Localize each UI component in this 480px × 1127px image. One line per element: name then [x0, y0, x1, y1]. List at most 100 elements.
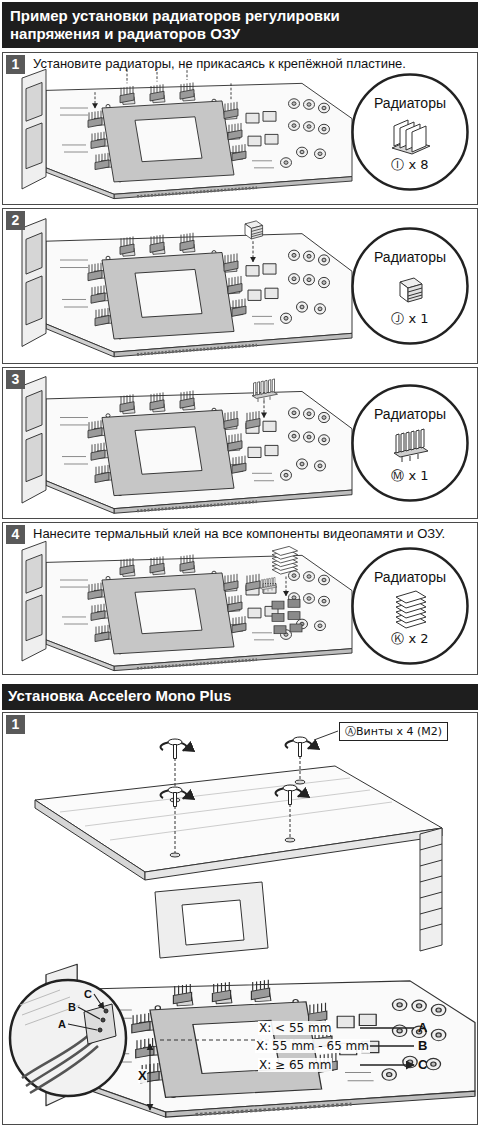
step-panel: 1 Установите радиаторы, не прикасаясь к к…: [2, 52, 478, 205]
callout-circle: [353, 229, 468, 344]
fan-connector-inset: [10, 980, 126, 1096]
step-1-illustration-part: [22, 69, 352, 198]
step-1-illustration-part: [95, 66, 231, 108]
size-range-label: X: < 55 mm: [258, 1021, 332, 1035]
parts-count: Ⓜ x 1: [351, 468, 469, 484]
step-number: 1: [6, 55, 25, 74]
cooler-illustration-part: [182, 900, 244, 945]
diagram-title: Пример установки радиаторов регулировки …: [2, 2, 408, 48]
thermal-glue-chips-part: [274, 626, 286, 634]
inset-pin-letter: C: [84, 988, 92, 1000]
cooler-illustration-part: [295, 780, 305, 784]
step-3-illustration: [22, 377, 352, 514]
screw-callout: ⒶВинты x 4 (M2): [339, 722, 448, 741]
step-4-illustration: [22, 541, 352, 670]
parts-callout-circle: РадиаторыⒾ x 8: [351, 73, 469, 191]
parts-callout-circle: Радиаторы Ⓚ x 2: [351, 547, 469, 665]
connector-position-letter: A: [418, 1021, 427, 1035]
step-2-illustration: [22, 219, 352, 357]
step-number: 4: [6, 525, 25, 544]
callout-circle-outline: [351, 384, 469, 502]
size-range-label: X: 55 mm - 65 mm: [255, 1039, 370, 1053]
size-range-label: X: ≥ 65 mm: [258, 1058, 332, 1072]
fan-connector-inset-part: [20, 990, 80, 1025]
cooler-illustration-part: [161, 739, 187, 759]
step-3-illustration-part: [246, 411, 260, 429]
heatsink-icon: [394, 429, 428, 462]
callout-circle: [353, 386, 468, 501]
cooler-illustration-part: [60, 778, 392, 840]
dimension-label: X: [138, 1069, 147, 1083]
inset-pin-letter: B: [68, 1001, 76, 1013]
thermal-glue-chips: [272, 599, 302, 633]
thermal-glue-chips-part: [288, 612, 300, 620]
fan-connector-inset-part: [22, 1034, 98, 1093]
inset-pin-letter: A: [58, 1018, 66, 1030]
heatsink-icon: [400, 278, 422, 302]
fan-connector-inset-part: [84, 1004, 116, 1044]
step-4-illustration-part: [246, 574, 260, 591]
step-number: 3: [6, 370, 25, 389]
fan-connector-inset-part: [104, 1009, 108, 1013]
callout-circle: [353, 75, 468, 190]
parts-heading: Радиаторы: [351, 406, 469, 422]
section-heading: Установка Accelero Mono Plus: [2, 684, 478, 707]
cooler-illustration-part: [155, 882, 268, 958]
step-1-illustration-part: [88, 82, 246, 181]
parts-callout-circle: Радиаторы Ⓜ x 1: [351, 384, 469, 502]
heatsink-icon: [396, 591, 426, 628]
parts-count: Ⓚ x 2: [351, 631, 469, 647]
step-3-illustration-part: [22, 377, 352, 514]
instruction-text: Установите радиаторы, не прикасаясь к кр…: [33, 56, 473, 72]
step-4-illustration-part: [260, 577, 277, 592]
screw-label: ⒶВинты x 4 (M2): [345, 724, 442, 739]
title-band: Пример установки радиаторов регулировки …: [2, 2, 478, 48]
cooler-illustration-part: [35, 766, 442, 872]
callout-circle-outline: [351, 73, 469, 191]
fan-connector-inset-part: [10, 980, 126, 1096]
cooler-illustration-part: [420, 844, 442, 930]
cooler-illustration-part: [314, 731, 338, 740]
fan-connector-inset-part: [101, 1018, 105, 1022]
step-4-illustration-part: [88, 554, 246, 653]
thermal-glue-chips-part: [288, 599, 300, 607]
step-4-illustration-part: [272, 546, 298, 574]
step-4-illustration-part: [22, 541, 352, 670]
step-2-illustration-part: [22, 219, 352, 357]
thermal-glue-chips-part: [272, 613, 284, 621]
step-panel: 3Радиаторы Ⓜ x 1: [2, 367, 478, 519]
parts-heading: Радиаторы: [351, 569, 469, 585]
step-number: 2: [6, 211, 25, 230]
parts-callout-circle: Радиаторы Ⓙ x 1: [351, 227, 469, 345]
cooler-illustration-part: [175, 756, 300, 855]
thermal-glue-chips-part: [290, 624, 302, 632]
thermal-glue-chips-part: [272, 601, 284, 609]
callout-circle-outline: [351, 227, 469, 345]
section-band: Установка Accelero Mono Plus: [2, 684, 478, 710]
parts-count: Ⓘ x 8: [351, 157, 469, 173]
step-panel: 1ⒶВинты x 4 (M2): [2, 712, 478, 1125]
cooler-illustration-part: [286, 737, 312, 757]
step-3-illustration-part: [264, 401, 265, 418]
callout-circle: [353, 549, 468, 664]
step-2-illustration-part: [245, 221, 263, 239]
instruction-text: Нанесите термальный клей на все компонен…: [33, 526, 473, 542]
step-3-illustration-part: [88, 391, 246, 496]
step-1-illustration: [22, 66, 352, 199]
parts-count: Ⓙ x 1: [351, 311, 469, 327]
connector-position-letter: C: [418, 1058, 427, 1072]
cooler-illustration-part: [35, 800, 145, 880]
cooler-illustration-part: [276, 785, 302, 805]
cooler-illustration-part: [170, 853, 180, 857]
step-3-illustration-part: [252, 379, 278, 402]
step-2-illustration-part: [88, 233, 246, 339]
fan-connector-inset-part: [98, 1028, 102, 1032]
step-2-illustration-part: [253, 241, 254, 262]
cooler-illustration-part: [145, 828, 442, 880]
cooler-illustration: [35, 731, 442, 958]
heatsink-icon: [392, 120, 430, 154]
parts-heading: Радиаторы: [351, 249, 469, 265]
